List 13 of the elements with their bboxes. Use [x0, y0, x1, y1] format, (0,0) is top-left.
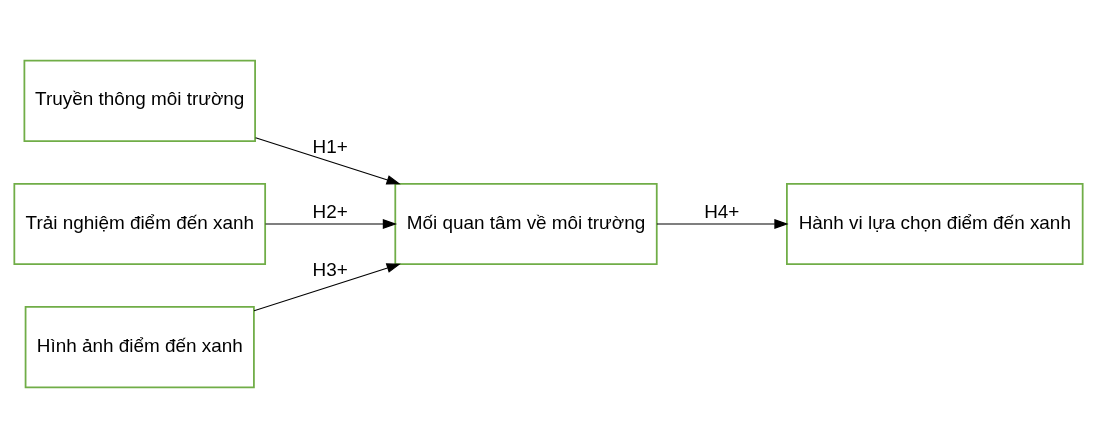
- node-box: Truyền thông môi trường: [23, 59, 256, 143]
- arrow: [253, 263, 401, 312]
- node-box: Mối quan tâm về môi trường: [394, 182, 658, 266]
- arrow: [265, 219, 397, 229]
- node-box: Hành vi lựa chọn điểm đến xanh: [786, 182, 1084, 266]
- edge-label: H3+: [312, 258, 348, 280]
- arrow: [255, 137, 401, 185]
- edge-label: H2+: [312, 200, 348, 222]
- node-box: Trải nghiệm điểm đến xanh: [13, 182, 267, 266]
- arrow: [656, 219, 789, 229]
- edge-label: H1+: [312, 135, 348, 157]
- edge-label: H4+: [704, 200, 740, 222]
- node-box: Hình ảnh điểm đến xanh: [24, 305, 255, 389]
